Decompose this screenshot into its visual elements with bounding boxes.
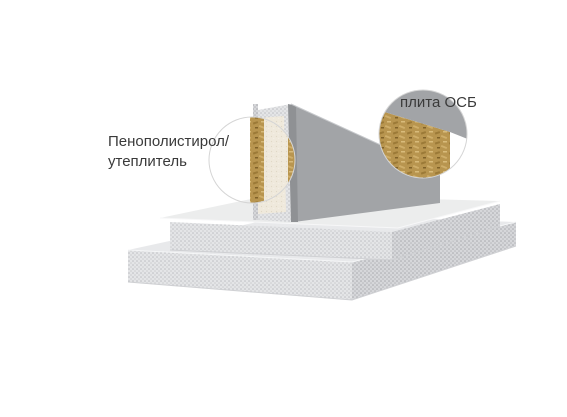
insulation-callout xyxy=(208,116,296,204)
insulation-callout-circle xyxy=(208,116,296,204)
osb-callout-circle xyxy=(378,89,468,179)
osb-label: плита ОСБ xyxy=(400,94,477,111)
insulation-label-line2: утеплитель xyxy=(108,153,187,170)
osb-callout xyxy=(378,89,468,179)
insulation-label-line1: Пенополистирол/ xyxy=(108,133,230,150)
